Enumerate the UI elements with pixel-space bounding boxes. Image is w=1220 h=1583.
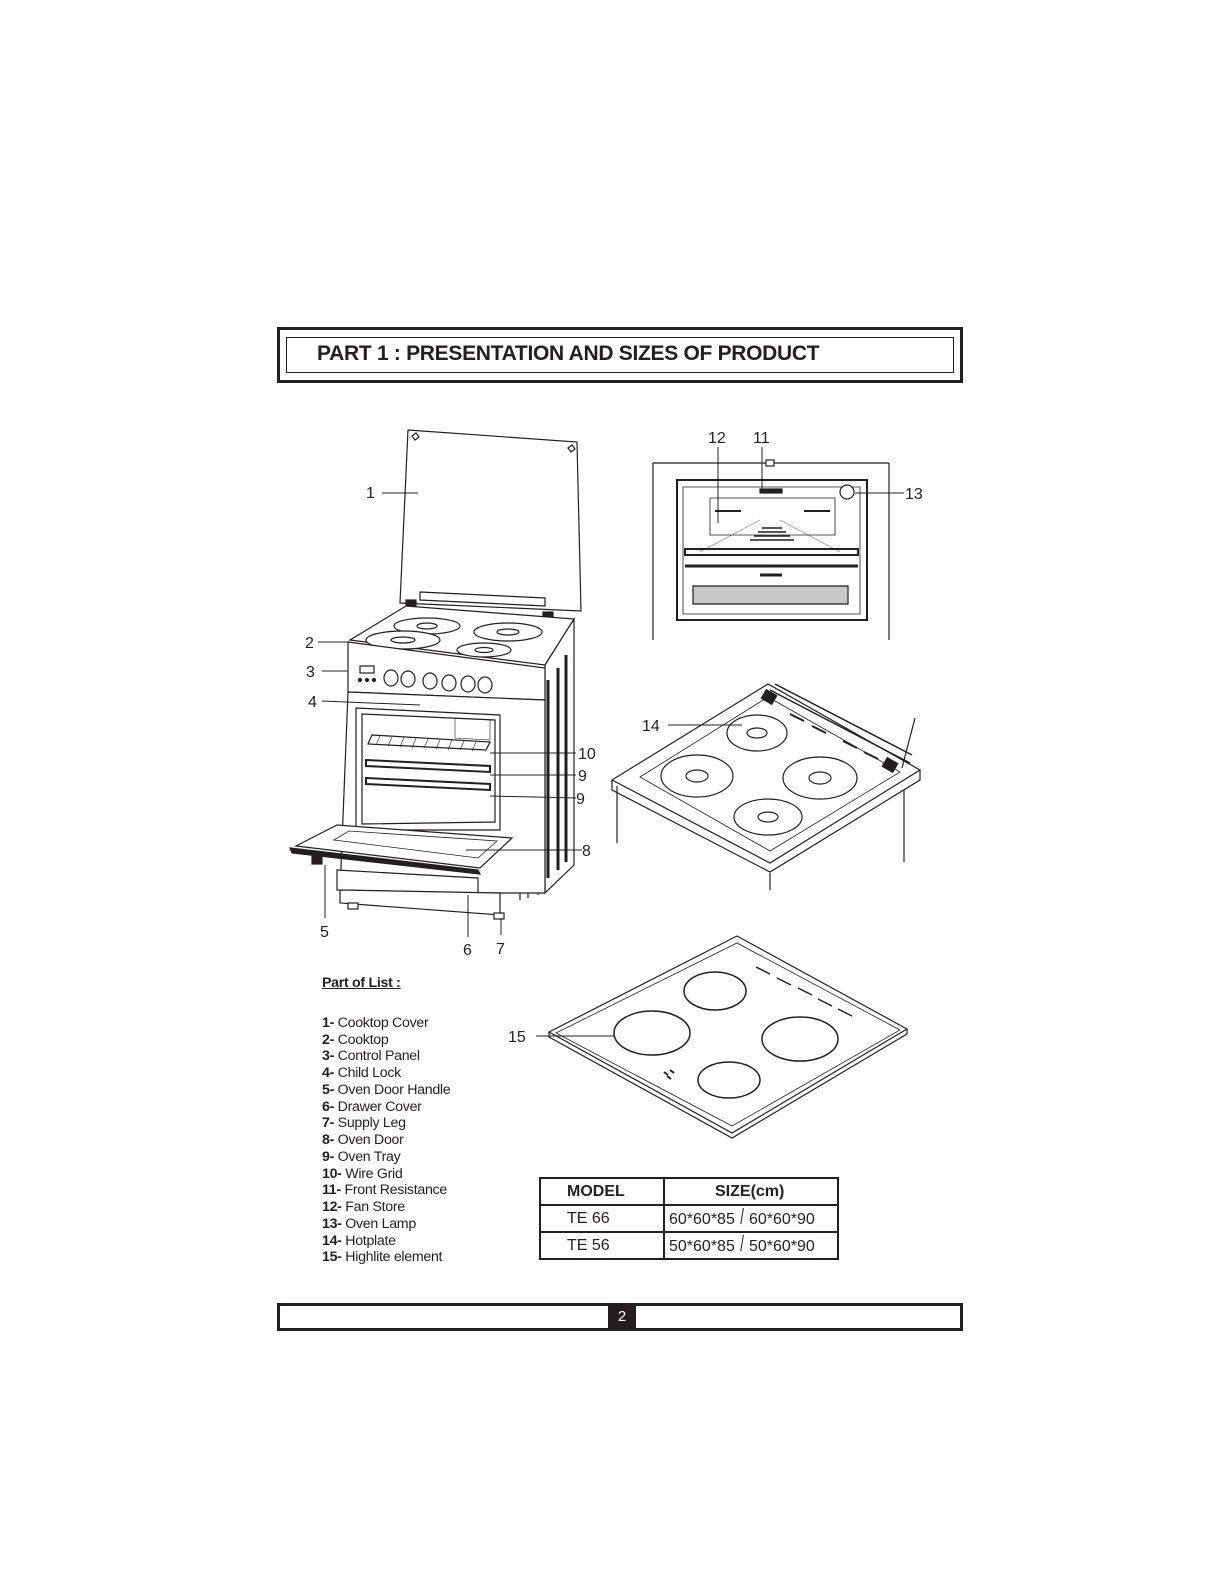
- cooker-illustration: [289, 429, 582, 920]
- callout-14: 14: [642, 718, 660, 735]
- list-item: 11- Front Resistance: [322, 1182, 447, 1199]
- callout-numbers: 1 2 3 4 5 6 7 8 9 9 10 11 12 13 14 15: [305, 430, 923, 1046]
- list-item: 14- Hotplate: [322, 1232, 396, 1249]
- parts-list: Part of List : 1- Cooktop Cover 2- Cookt…: [322, 975, 522, 1266]
- list-item: 1- Cooktop Cover: [322, 1014, 429, 1031]
- slash-divider: /: [740, 1230, 744, 1256]
- title-inner-frame: PART 1 : PRESENTATION AND SIZES OF PRODU…: [286, 337, 954, 373]
- list-item: 7- Supply Leg: [322, 1115, 406, 1132]
- callout-7: 7: [496, 941, 505, 958]
- column-header-model: MODEL: [539, 1177, 665, 1206]
- list-item: 10- Wire Grid: [322, 1165, 403, 1182]
- list-item: 4- Child Lock: [322, 1065, 401, 1081]
- callout-4: 4: [308, 694, 317, 711]
- list-item: 8- Oven Door: [322, 1132, 404, 1148]
- callout-1: 1: [366, 485, 375, 502]
- callout-13: 13: [905, 486, 923, 503]
- model-cell: TE 56: [539, 1231, 665, 1260]
- list-item: 6- Drawer Cover: [322, 1098, 422, 1115]
- callout-3: 3: [306, 664, 315, 681]
- list-item: 9- Oven Tray: [322, 1148, 401, 1165]
- page-title: PART 1 : PRESENTATION AND SIZES OF PRODU…: [317, 342, 820, 365]
- model-cell: TE 66: [539, 1204, 665, 1233]
- callout-9b: 9: [576, 791, 585, 808]
- list-item: 15- Highlite element: [322, 1249, 443, 1266]
- callout-12: 12: [708, 430, 726, 447]
- list-item: 3- Control Panel: [322, 1048, 420, 1065]
- list-item: 13- Oven Lamp: [322, 1215, 416, 1232]
- callout-5: 5: [320, 924, 329, 941]
- slash-divider: /: [740, 1203, 744, 1229]
- hotplate-cooktop-illustration: [610, 683, 922, 890]
- table-header-row: MODEL SIZE(cm): [539, 1177, 839, 1206]
- parts-list-title: Part of List :: [322, 975, 401, 991]
- callout-9a: 9: [578, 768, 587, 785]
- title-box: PART 1 : PRESENTATION AND SIZES OF PRODU…: [277, 327, 963, 383]
- leader-lines: [318, 447, 904, 1037]
- oven-interior-illustration: [652, 459, 890, 640]
- callout-15: 15: [508, 1029, 526, 1046]
- size-table: MODEL SIZE(cm) TE 66 60*60*85/60*60*90 T…: [539, 1177, 839, 1260]
- size-cell: 60*60*85/60*60*90: [663, 1203, 839, 1233]
- table-row: TE 66 60*60*85/60*60*90: [539, 1203, 839, 1233]
- callout-2: 2: [305, 635, 314, 652]
- page-number: 2: [608, 1303, 636, 1331]
- callout-6: 6: [463, 942, 472, 959]
- page-footer: 2: [277, 1303, 963, 1331]
- column-header-size: SIZE(cm): [663, 1177, 839, 1206]
- highlite-cooktop-illustration: [547, 935, 909, 1139]
- callout-8: 8: [582, 843, 591, 860]
- callout-10: 10: [578, 746, 596, 763]
- size-cell: 50*60*85/50*60*90: [663, 1230, 839, 1260]
- list-item: 5- Oven Door Handle: [322, 1081, 451, 1098]
- table-row: TE 56 50*60*85/50*60*90: [539, 1230, 839, 1260]
- callout-11: 11: [753, 430, 770, 447]
- list-item: 12- Fan Store: [322, 1199, 405, 1215]
- list-item: 2- Cooktop: [322, 1031, 389, 1048]
